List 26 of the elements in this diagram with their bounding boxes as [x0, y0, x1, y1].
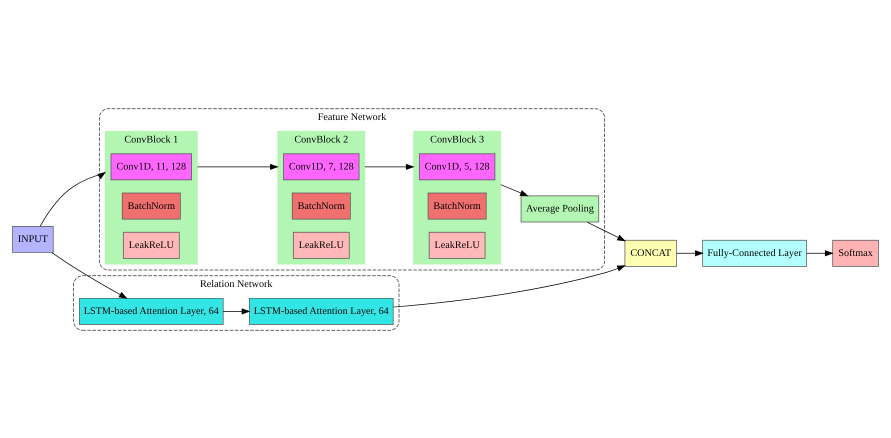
- arrow: [197, 163, 279, 170]
- node-box: Conv1D, 11, 128: [110, 152, 192, 180]
- arrow: [364, 163, 415, 170]
- arrow: [500, 184, 529, 196]
- node-box: Average Pooling: [520, 195, 600, 222]
- node-box: LSTM-based Attention Layer, 64: [249, 297, 394, 324]
- node-box: BatchNorm: [122, 192, 181, 219]
- arrow: [676, 250, 704, 256]
- arrow: [52, 252, 128, 298]
- node-box: Fully-Connected Layer: [702, 239, 807, 266]
- arrow: [392, 264, 626, 307]
- node-box: CONCAT: [624, 239, 677, 266]
- node-box: Conv1D, 7, 128: [283, 152, 360, 180]
- arrow: [586, 221, 626, 241]
- node-box: BatchNorm: [292, 192, 351, 219]
- node-box: LeakReLU: [122, 231, 180, 258]
- node-box: BatchNorm: [428, 192, 487, 219]
- node-box: Conv1D, 5, 128: [418, 152, 496, 180]
- node-box: LSTM-based Attention Layer, 64: [79, 297, 224, 324]
- arrow: [806, 250, 834, 256]
- arrow: [222, 308, 250, 314]
- node-box: LeakReLU: [428, 231, 486, 258]
- arrow: [40, 171, 106, 226]
- node-box: LeakReLU: [292, 231, 350, 258]
- node-box: INPUT: [12, 226, 54, 252]
- node-box: Softmax: [832, 239, 879, 266]
